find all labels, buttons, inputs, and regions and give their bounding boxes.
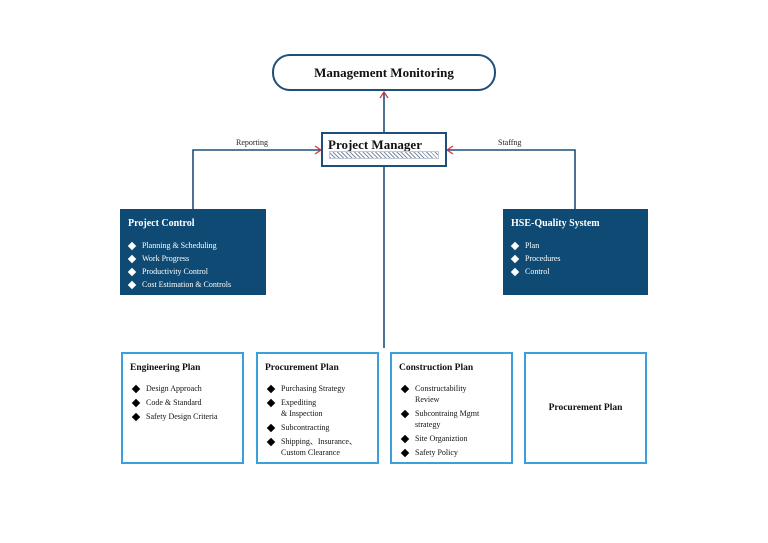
list-item: Code & Standard	[131, 397, 218, 408]
list-item: Safety Policy	[400, 447, 479, 458]
construction-plan-list: Constructability Review Subcontraing Mgm…	[400, 383, 479, 461]
hatch-pattern	[329, 151, 439, 159]
diamond-bullet-icon	[266, 384, 276, 394]
procurement-plan-title: Procurement Plan	[265, 363, 339, 373]
project-manager-title: Project Manager	[328, 137, 422, 152]
engineering-plan-title: Engineering Plan	[130, 363, 201, 373]
list-item: Expediting & Inspection	[266, 397, 357, 419]
list-item: Constructability Review	[400, 383, 479, 405]
construction-plan-title: Construction Plan	[399, 363, 474, 373]
diamond-bullet-icon	[266, 437, 276, 447]
list-item: Cost Estimation & Controls	[127, 278, 231, 291]
list-item: Productivity Control	[127, 265, 231, 278]
diamond-bullet-icon	[400, 409, 410, 419]
diamond-bullet-icon	[400, 448, 410, 458]
diamond-bullet-icon	[510, 241, 520, 250]
diamond-bullet-icon	[266, 398, 276, 408]
list-item: Work Progress	[127, 252, 231, 265]
project-manager-node: Project Manager	[321, 132, 447, 167]
diamond-bullet-icon	[127, 267, 137, 276]
list-item: Safety Design Criteria	[131, 411, 218, 422]
diamond-bullet-icon	[131, 412, 141, 422]
diamond-bullet-icon	[266, 423, 276, 433]
diamond-bullet-icon	[510, 254, 520, 263]
construction-plan-node: Construction Plan Constructability Revie…	[390, 352, 513, 464]
list-item: Subcontraing Mgmt strategy	[400, 408, 479, 430]
reporting-label: Reporting	[236, 138, 268, 147]
project-control-node: Project Control Planning & Scheduling Wo…	[120, 209, 266, 295]
hse-quality-list: Plan Procedures Control	[510, 239, 561, 278]
list-item: Site Organiztion	[400, 433, 479, 444]
list-item: Procedures	[510, 252, 561, 265]
list-item: Shipping、Insurance、 Custom Clearance	[266, 436, 357, 458]
diamond-bullet-icon	[510, 267, 520, 276]
management-monitoring-node: Management Monitoring	[272, 54, 496, 91]
procurement-plan-node: Procurement Plan Purchasing Strategy Exp…	[256, 352, 379, 464]
engineering-plan-list: Design Approach Code & Standard Safety D…	[131, 383, 218, 425]
project-control-title: Project Control	[128, 218, 195, 229]
list-item: Plan	[510, 239, 561, 252]
diamond-bullet-icon	[127, 241, 137, 250]
engineering-plan-node: Engineering Plan Design Approach Code & …	[121, 352, 244, 464]
list-item: Planning & Scheduling	[127, 239, 231, 252]
procurement-plan-2-title: Procurement Plan	[548, 403, 623, 413]
hse-quality-node: HSE-Quality System Plan Procedures Contr…	[503, 209, 648, 295]
procurement-plan-list: Purchasing Strategy Expediting & Inspect…	[266, 383, 357, 461]
list-item: Purchasing Strategy	[266, 383, 357, 394]
project-control-list: Planning & Scheduling Work Progress Prod…	[127, 239, 231, 291]
procurement-plan-node-2: Procurement Plan	[524, 352, 647, 464]
diamond-bullet-icon	[127, 254, 137, 263]
staffing-label: Staffng	[498, 138, 522, 147]
diamond-bullet-icon	[131, 384, 141, 394]
list-item: Subcontracting	[266, 422, 357, 433]
diamond-bullet-icon	[400, 434, 410, 444]
list-item: Control	[510, 265, 561, 278]
management-monitoring-title: Management Monitoring	[314, 64, 454, 80]
hse-quality-title: HSE-Quality System	[511, 218, 600, 229]
diamond-bullet-icon	[400, 384, 410, 394]
diamond-bullet-icon	[131, 398, 141, 408]
diamond-bullet-icon	[127, 280, 137, 289]
list-item: Design Approach	[131, 383, 218, 394]
